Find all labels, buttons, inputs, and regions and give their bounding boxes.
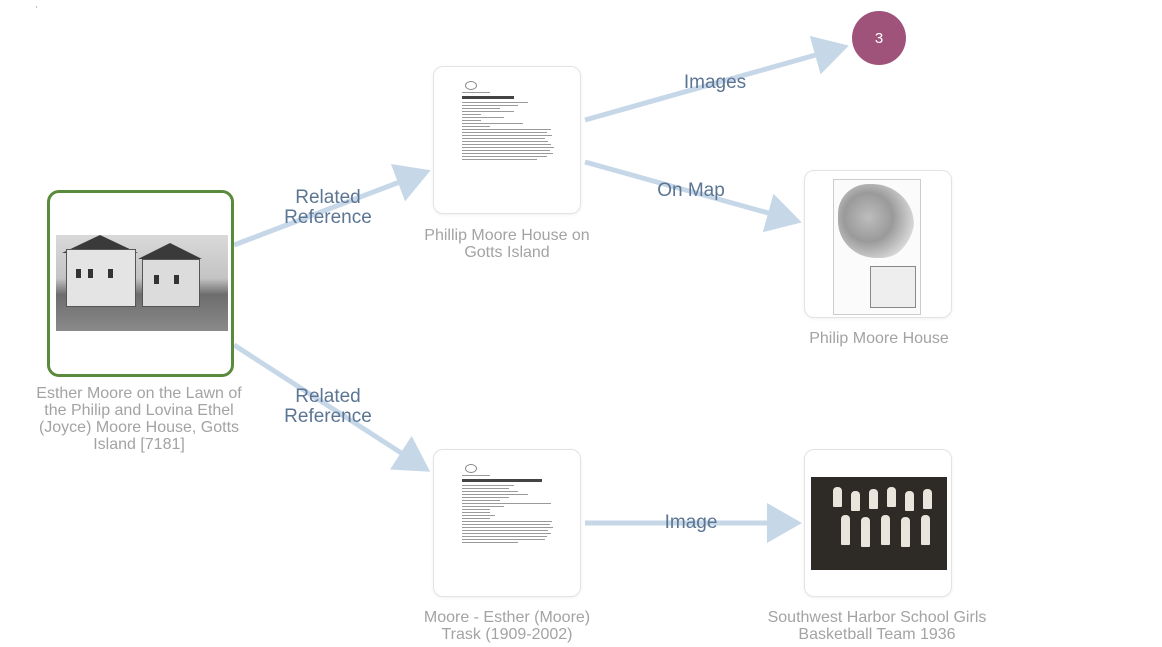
node-label-philip-moore-house-map: Philip Moore House	[809, 330, 949, 347]
node-label-phillip-moore-house-doc: Phillip Moore House on Gotts Island	[424, 227, 590, 261]
edge-phillip-doc-to-map	[584, 159, 802, 233]
edge-label-images: Images	[683, 72, 747, 93]
node-esther-moore-lawn[interactable]	[47, 190, 234, 377]
node-esther-trask-doc[interactable]	[433, 449, 581, 597]
edge-label-image: Image	[664, 512, 718, 533]
edge-esther-to-trask-doc	[232, 342, 431, 472]
node-label-esther-moore-lawn: Esther Moore on the Lawn of the Philip a…	[36, 385, 242, 453]
map-thumbnail	[833, 179, 921, 315]
edge-label-related-reference: Related Reference	[284, 187, 372, 228]
edge-label-on-map: On Map	[657, 180, 725, 201]
node-phillip-moore-house-doc[interactable]	[433, 66, 581, 214]
house-photo-thumbnail	[56, 235, 228, 331]
node-basketball-team-photo[interactable]	[804, 449, 952, 597]
images-count-node[interactable]: 3	[852, 11, 906, 65]
document-thumbnail	[462, 464, 556, 545]
document-thumbnail	[462, 81, 556, 162]
team-photo-thumbnail	[811, 477, 947, 570]
node-label-esther-trask-doc: Moore - Esther (Moore) Trask (1909-2002)	[423, 609, 591, 643]
node-philip-moore-house-map[interactable]	[804, 170, 952, 318]
corner-mark	[36, 6, 37, 8]
edge-label-related-reference: Related Reference	[284, 386, 372, 427]
edge-phillip-doc-to-images	[584, 35, 849, 123]
node-label-basketball-team: Southwest Harbor School Girls Basketball…	[767, 609, 987, 643]
edge-esther-to-phillip-doc	[233, 163, 431, 248]
